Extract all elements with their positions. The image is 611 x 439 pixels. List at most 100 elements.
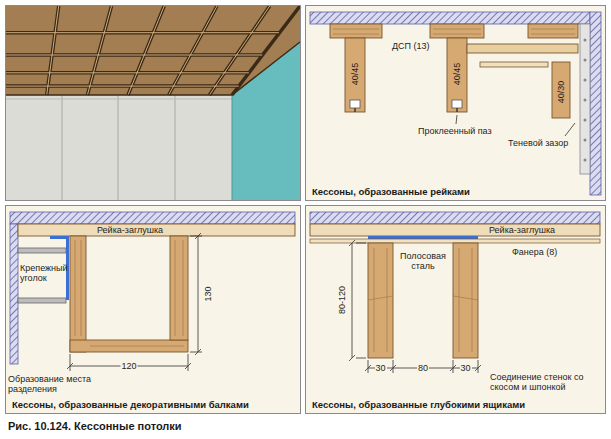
drawing-part-part (6, 72, 249, 73)
batten-section-part (310, 12, 590, 24)
drawing-part-part (528, 24, 578, 38)
drawing-part-part (368, 296, 393, 300)
drawing-part-part (356, 358, 366, 359)
drawing-part-part (456, 108, 457, 112)
panel-caption: Кессоны, образованные декоративными балк… (12, 399, 249, 410)
note: Соединение стенок со скосом и шпонкой (490, 372, 602, 393)
drawing-part-part (453, 243, 478, 358)
drawing-part-part (18, 248, 66, 253)
drawing-part-part (459, 248, 460, 352)
drawing-part-part (169, 6, 217, 95)
dimension: 40/45 (452, 63, 462, 86)
drawing-part-part (195, 233, 201, 239)
drawing-part-part (453, 360, 454, 373)
room-view-part (62, 95, 63, 200)
room-view-part (6, 99, 232, 100)
drawing-part-part (67, 363, 73, 369)
drawing-part-part (584, 79, 587, 82)
room-view (5, 5, 301, 201)
drawing-part-part (330, 24, 382, 38)
drawing-part-part (47, 6, 59, 95)
drawing-part-part (345, 38, 365, 112)
dimension: 40/30 (556, 81, 566, 104)
drawing-part-part (453, 296, 478, 300)
drawing-part (368, 243, 478, 358)
drawing-part (349, 240, 481, 373)
drawing-part-part (393, 360, 394, 373)
drawing-part-part (456, 115, 457, 124)
drawing-part (584, 39, 587, 162)
drawing-part-part (47, 6, 59, 95)
drawing-part-part (349, 240, 355, 246)
drawing-part-part (475, 365, 481, 371)
dimension: 30 (374, 363, 386, 373)
panel-caption: Кессоны, образованные глубокими ящиками (312, 399, 525, 410)
part-label: Рейка-заглушка (96, 225, 164, 235)
drawing-part-part (584, 39, 587, 42)
drawing-part (18, 248, 66, 303)
drawing-part-part (430, 24, 484, 38)
drawing-part-part (6, 53, 262, 57)
dimension: 30 (459, 363, 471, 373)
drawing-part-part (169, 6, 217, 95)
drawing-part-part (195, 349, 201, 355)
dimension: 120 (120, 361, 137, 371)
drawing-part-part (87, 6, 111, 95)
box-section-part (310, 212, 600, 224)
drawing-part-part (6, 32, 279, 33)
drawing-part-part (90, 346, 184, 347)
drawing-part-part (333, 34, 379, 35)
beam-section-part (10, 224, 18, 364)
drawing-part (333, 29, 575, 34)
drawing-part-part (447, 38, 467, 112)
drawing-part-part (349, 355, 355, 361)
drawing-part-part (450, 365, 456, 371)
drawing-part-part (333, 29, 379, 30)
drawing-part (6, 6, 279, 95)
drawing-part-part (452, 100, 462, 108)
drawing-part-part (70, 354, 71, 371)
drawing-part-part (6, 71, 249, 75)
drawing-part-part (433, 29, 481, 30)
drawing-part (75, 240, 184, 346)
box-section-part (368, 236, 478, 239)
batten-section-part (580, 24, 590, 174)
drawing-part-part (584, 119, 587, 122)
drawing-part-part (87, 6, 111, 95)
beam-section (5, 205, 301, 414)
drawing-part-part (70, 236, 86, 352)
drawing-part (6, 6, 300, 95)
drawing-part (355, 108, 457, 112)
drawing-part-part (185, 363, 191, 369)
drawing-part-part (584, 59, 587, 62)
drawing-part-part (352, 243, 353, 358)
drawing-part-part (584, 159, 587, 162)
drawing-part-part (209, 6, 269, 95)
drawing-part-part (354, 108, 355, 112)
drawing-part-part (81, 240, 82, 336)
dimension: 80-120 (337, 286, 347, 314)
drawing-part-part (531, 34, 575, 35)
drawing-part (67, 233, 202, 371)
room-view-part (6, 42, 300, 95)
drawing-part-part (387, 248, 388, 352)
drawing-part (368, 248, 478, 352)
room-view-part (5, 5, 301, 201)
drawing-part-part (6, 31, 279, 35)
drawing-part-part (175, 240, 176, 336)
drawing-part-part (374, 248, 375, 352)
beam-section-part (10, 212, 295, 224)
part-label: Фанера (8) (512, 247, 557, 257)
drawing-part-part (6, 55, 262, 56)
part-label: Проклеенный паз (418, 126, 492, 136)
room-view-part (175, 95, 176, 200)
drawing-part-part (6, 84, 239, 88)
panel-caption: Кессоны, образованные рейками (312, 186, 470, 197)
batten-section-part (480, 62, 548, 67)
drawing-part (350, 100, 462, 108)
box-section-part (305, 205, 606, 414)
drawing-part-part (209, 6, 269, 95)
room-view-part (118, 95, 119, 200)
drawing-part-part (128, 6, 164, 95)
room-view-part (232, 95, 233, 200)
